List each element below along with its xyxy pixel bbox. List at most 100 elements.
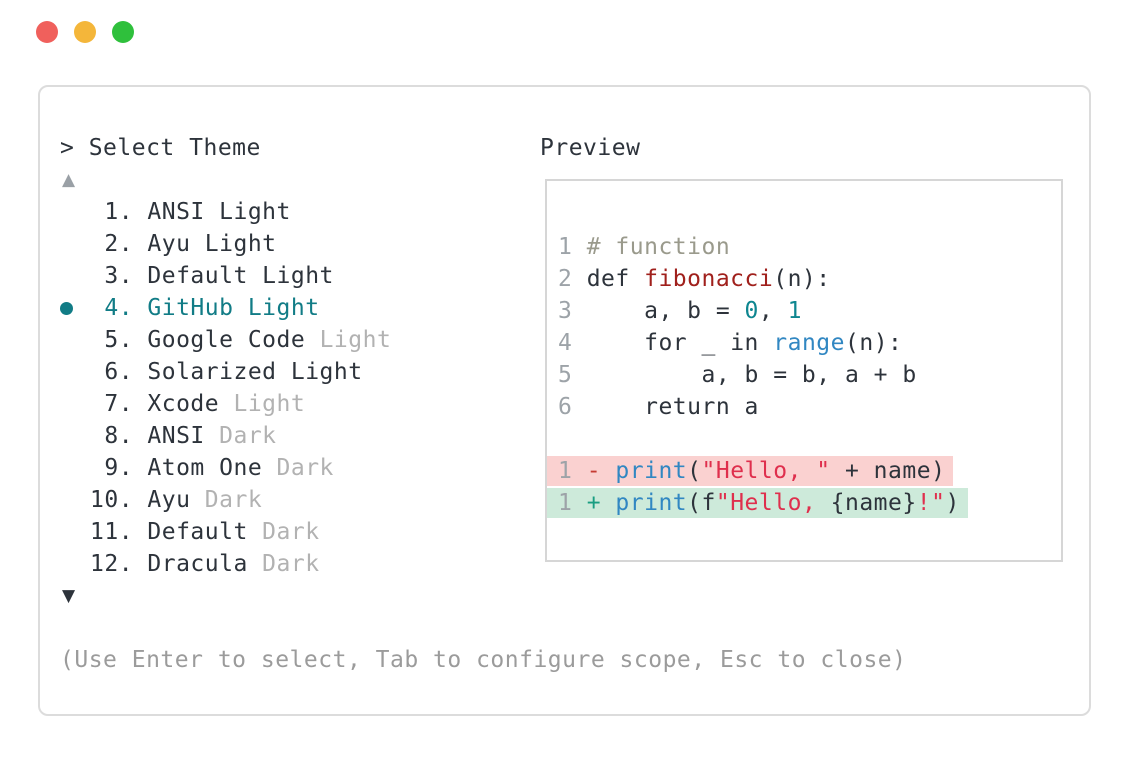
theme-list-item[interactable]: 6. Solarized Light [60, 356, 391, 388]
theme-list-item[interactable]: 11. Default Dark [60, 516, 391, 548]
dot-placeholder [60, 516, 90, 548]
code-token-bi: print [615, 490, 688, 516]
close-window-button[interactable] [36, 21, 58, 43]
select-theme-prompt: > Select Theme [60, 135, 261, 161]
code-token-pl: a [730, 394, 759, 420]
theme-item-variant: Dark [262, 551, 320, 577]
theme-item-number: 11. [90, 519, 148, 545]
code-line: 5 a, b = b, a + b [558, 359, 1061, 391]
theme-item-variant: Dark [219, 423, 277, 449]
theme-list-item[interactable]: 3. Default Light [60, 260, 391, 292]
theme-picker-window: > Select Theme ▲ 1. ANSI Light 2. Ayu Li… [38, 85, 1091, 716]
code-token-ln: 2 [558, 266, 587, 292]
code-token-pl [587, 394, 644, 420]
theme-item-variant: Dark [276, 455, 334, 481]
theme-item-number: 9. [90, 455, 148, 481]
diff-added-line: 1 + print(f"Hello, {name}!") [547, 487, 1061, 519]
code-token-pl: (n): [845, 330, 903, 356]
keyboard-help-text: (Use Enter to select, Tab to configure s… [60, 647, 907, 673]
scroll-down-icon[interactable]: ▼ [62, 586, 76, 606]
dot-placeholder [60, 324, 90, 356]
theme-item-name: Google Code [147, 327, 320, 353]
theme-list-item[interactable]: 2. Ayu Light [60, 228, 391, 260]
code-token-ln: 1 [558, 234, 587, 260]
theme-item-name: GitHub Light [147, 295, 320, 321]
code-token-minus: - [586, 458, 616, 484]
theme-item-number: 1. [90, 199, 148, 225]
theme-item-number: 4. [90, 295, 148, 321]
theme-list-item[interactable]: 8. ANSI Dark [60, 420, 391, 452]
theme-item-name: Default [147, 519, 263, 545]
code-line: 1 # function [558, 231, 1061, 263]
selected-indicator-dot [60, 292, 90, 324]
code-token-num: 0 [744, 298, 759, 324]
code-token-pl: (f [687, 490, 716, 516]
code-token-pl: (n): [773, 266, 831, 292]
dot-placeholder [60, 388, 90, 420]
code-token-ln: 4 [558, 330, 587, 356]
theme-list-item[interactable]: 9. Atom One Dark [60, 452, 391, 484]
theme-item-variant: Light [319, 327, 392, 353]
theme-item-name: Default Light [147, 263, 334, 289]
theme-item-number: 5. [90, 327, 148, 353]
code-token-pl: a, b = [586, 298, 745, 324]
dot-placeholder [60, 484, 90, 516]
theme-list-item[interactable]: 5. Google Code Light [60, 324, 391, 356]
code-token-pl: , [758, 298, 788, 324]
code-token-pl: _ [687, 330, 731, 356]
code-token-pl: ) [945, 490, 960, 516]
code-token-com: # function [586, 234, 731, 260]
theme-item-variant: Light [233, 391, 306, 417]
code-token-ln: 5 [558, 362, 587, 388]
code-token-bi: range [773, 330, 845, 356]
code-token-pl [759, 330, 773, 356]
code-token-kw: return [644, 394, 731, 420]
dot-placeholder [60, 356, 90, 388]
theme-list-item[interactable]: 7. Xcode Light [60, 388, 391, 420]
code-token-kw: for [644, 330, 688, 356]
theme-list-item[interactable]: 10. Ayu Dark [60, 484, 391, 516]
dot-placeholder [60, 420, 90, 452]
code-token-fn: fibonacci [644, 266, 774, 292]
zoom-window-button[interactable] [112, 21, 134, 43]
theme-item-name: ANSI [147, 423, 220, 449]
theme-list-item[interactable]: 12. Dracula Dark [60, 548, 391, 580]
blank-line [558, 423, 1061, 455]
scroll-up-icon[interactable]: ▲ [62, 170, 76, 190]
theme-list: 1. ANSI Light 2. Ayu Light 3. Default Li… [60, 196, 391, 580]
code-token-str: !" [916, 490, 946, 516]
code-token-pl: + name) [830, 458, 946, 484]
theme-item-number: 3. [90, 263, 148, 289]
code-token-pl: {name} [830, 490, 917, 516]
code-line: 3 a, b = 0, 1 [558, 295, 1061, 327]
code-line: 2 def fibonacci(n): [558, 263, 1061, 295]
code-token-kw: in [730, 330, 759, 356]
theme-item-number: 10. [90, 487, 148, 513]
code-token-ln: 1 [558, 490, 587, 516]
theme-item-number: 12. [90, 551, 148, 577]
theme-item-name: Xcode [147, 391, 234, 417]
theme-item-name: Atom One [147, 455, 277, 481]
code-token-ln: 3 [558, 298, 587, 324]
code-token-str: "Hello, " [701, 458, 831, 484]
code-token-pl: ( [687, 458, 702, 484]
theme-item-name: ANSI Light [147, 199, 291, 225]
theme-item-number: 2. [90, 231, 148, 257]
theme-item-name: Ayu Light [147, 231, 277, 257]
theme-item-number: 7. [90, 391, 148, 417]
dot-placeholder [60, 548, 90, 580]
theme-item-variant: Dark [204, 487, 263, 513]
theme-item-name: Dracula [147, 551, 263, 577]
code-token-kw: def [586, 266, 645, 292]
theme-list-item[interactable]: 1. ANSI Light [60, 196, 391, 228]
code-token-ln: 6 [558, 394, 587, 420]
theme-item-variant: Dark [262, 519, 320, 545]
minimize-window-button[interactable] [74, 21, 96, 43]
code-token-pl [587, 330, 644, 356]
preview-heading: Preview [540, 135, 641, 161]
theme-item-number: 6. [90, 359, 148, 385]
theme-item-number: 8. [90, 423, 148, 449]
theme-list-item[interactable]: 4. GitHub Light [60, 292, 391, 324]
